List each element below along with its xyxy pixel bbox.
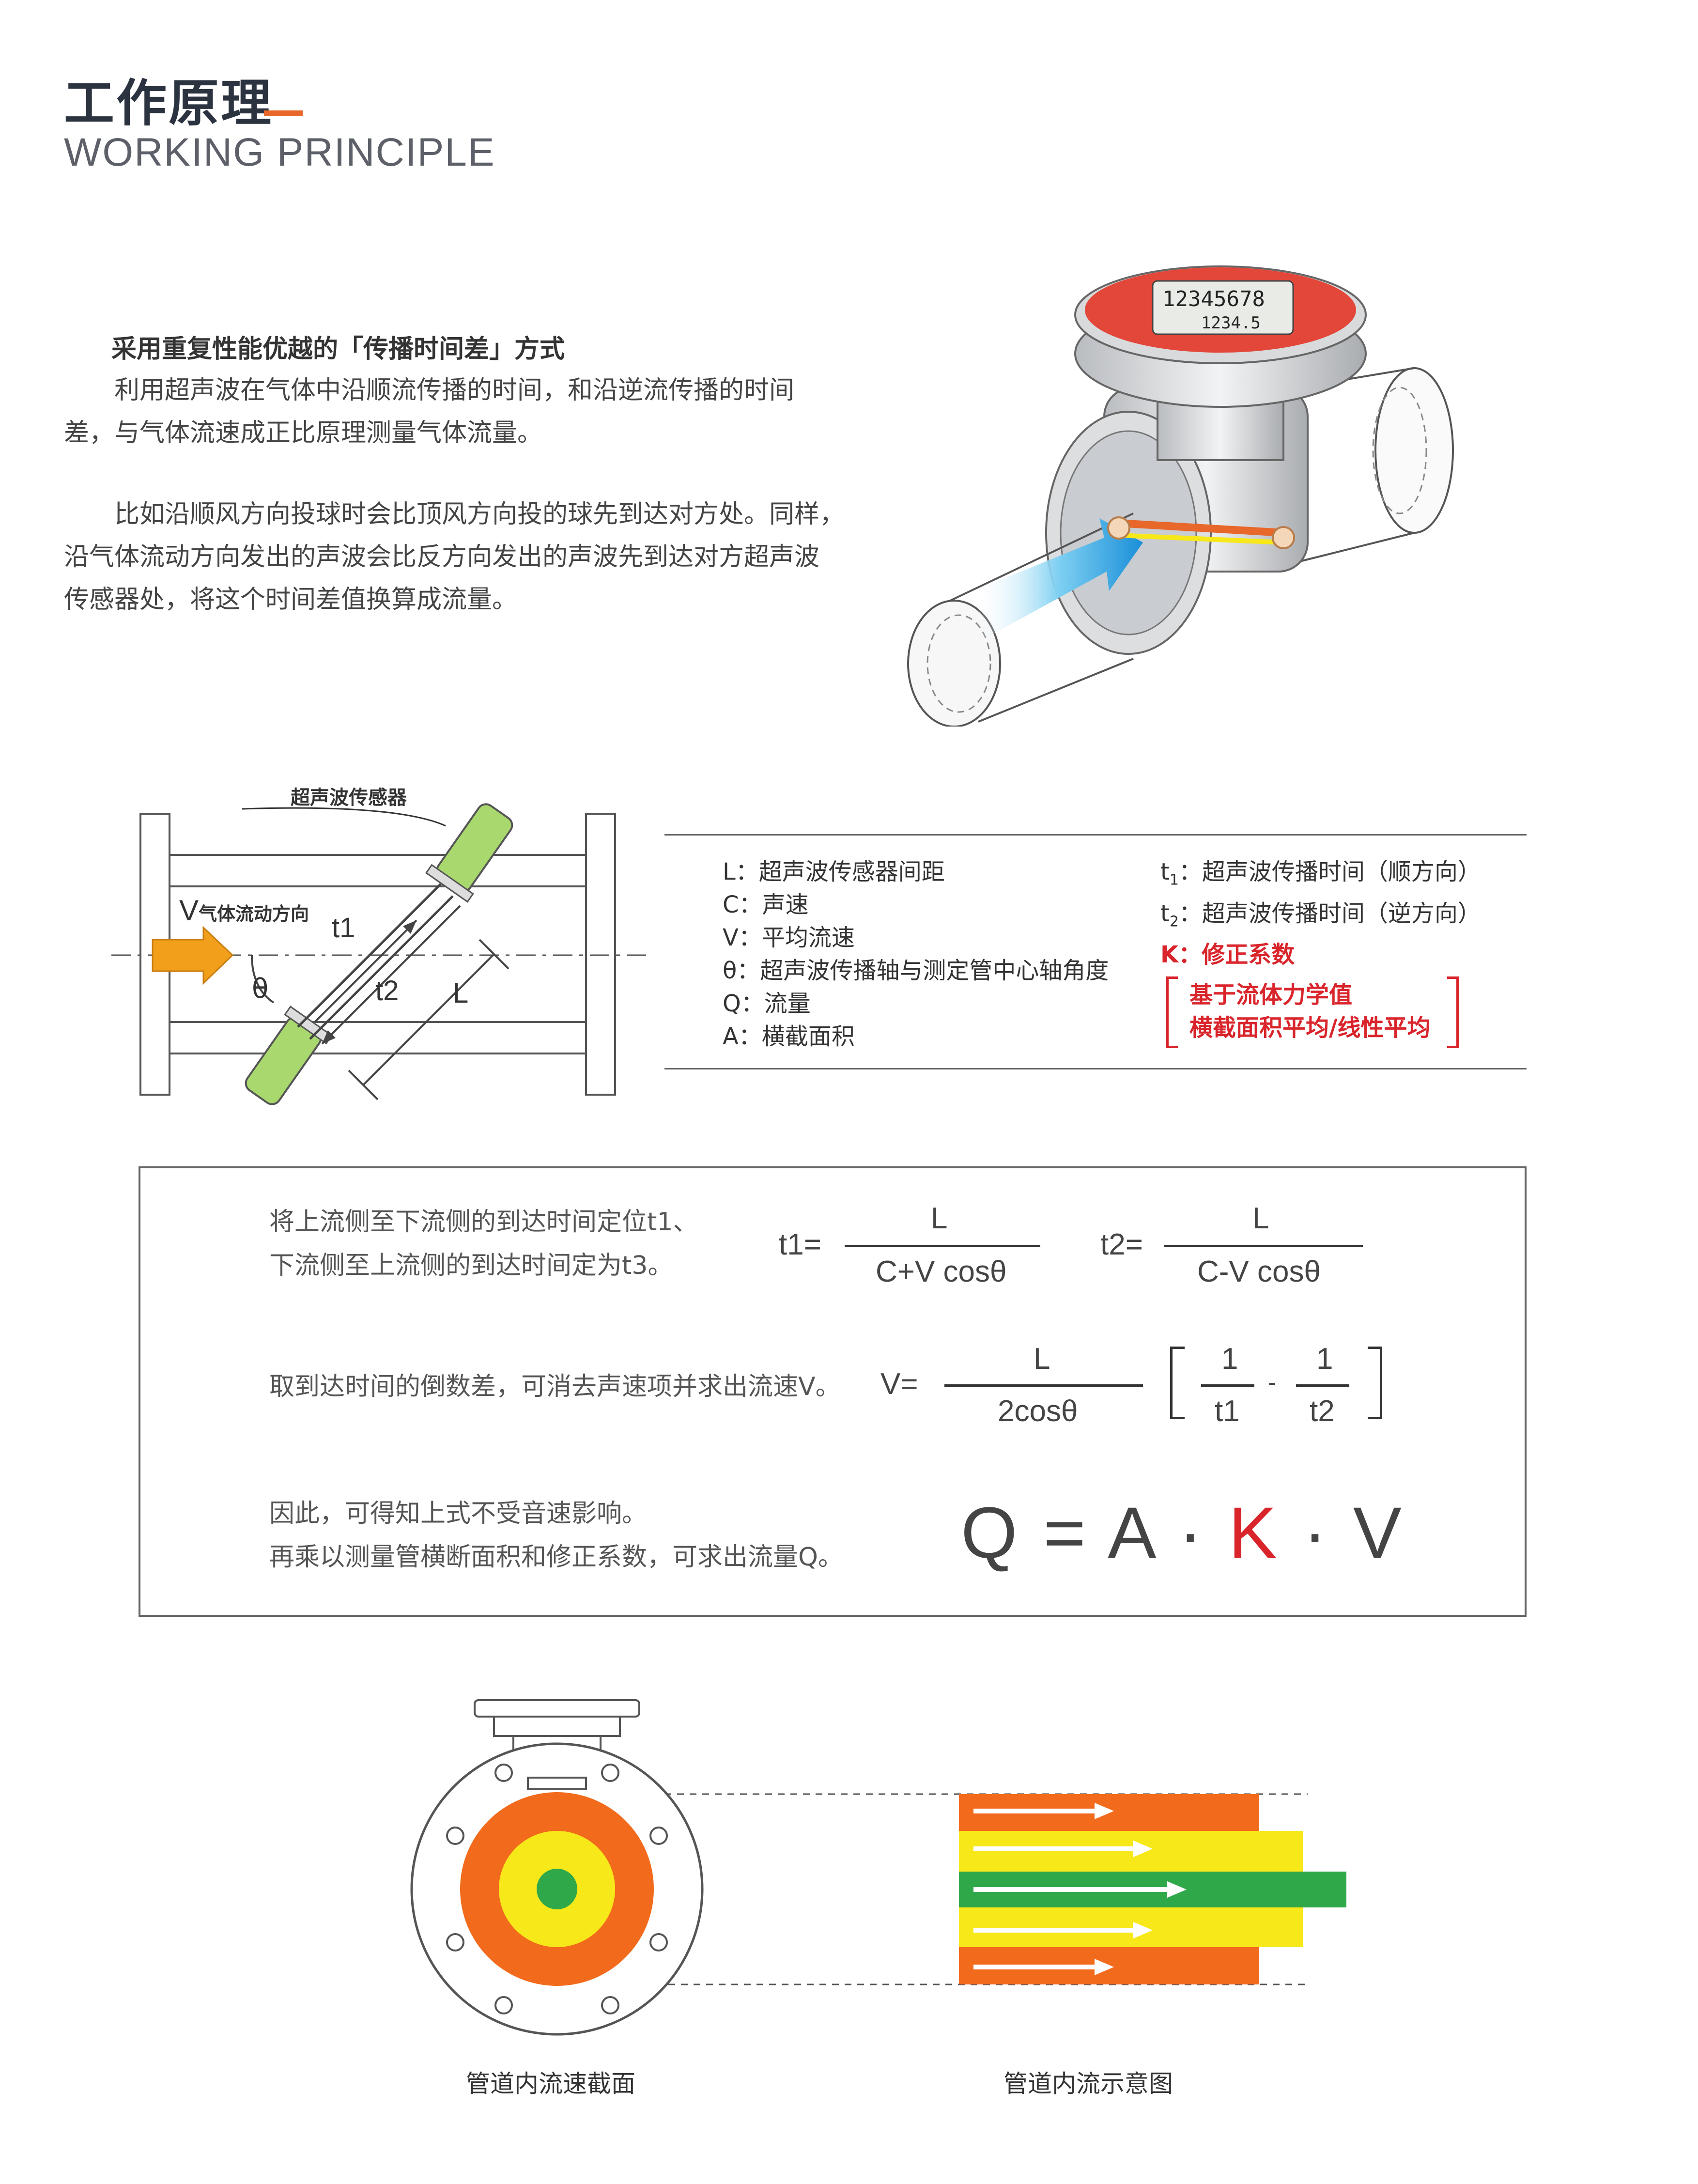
inner-minus: - <box>1268 1368 1277 1396</box>
def-K: K：修正系数 <box>1160 941 1295 969</box>
def-Q: Q：流量 <box>723 990 811 1017</box>
formula-desc-3-line1: 因此，可得知上式不受音速影响。 <box>269 1499 648 1528</box>
flow-arrows <box>973 1803 1187 1975</box>
theta-label: θ <box>252 973 268 1005</box>
inner-fraction-bar-1 <box>1201 1384 1254 1387</box>
t2-denominator: C-V cosθ <box>1197 1255 1321 1288</box>
t2-fraction-bar <box>1164 1245 1363 1247</box>
q-formula-k: K <box>1228 1492 1280 1573</box>
intro-p1-line1: 利用超声波在气体中沿顺流传播的时间，和沿逆流传播的时间 <box>114 376 795 405</box>
inner-fraction-bar-2 <box>1296 1384 1349 1387</box>
def-L: L：超声波传感器间距 <box>723 858 945 885</box>
t2-arrow <box>321 905 461 1045</box>
definitions-bottom-rule <box>664 1068 1527 1069</box>
L-label: L <box>453 977 468 1009</box>
right-square-bracket <box>1368 1347 1382 1419</box>
sensor-upstream <box>1107 516 1130 540</box>
principle-diagram: 超声波传感器 V 气体流动方向 t1 t2 θ L <box>111 787 649 1105</box>
def-t1: t1：超声波传播时间（顺方向） <box>1160 855 1481 897</box>
q-formula-part1: Q = A · <box>961 1492 1229 1573</box>
flow-direction-arrow <box>973 518 1143 639</box>
page-subtitle: WORKING PRINCIPLE <box>64 130 495 174</box>
def-V: V：平均流速 <box>723 924 855 951</box>
right-flange <box>585 813 616 1096</box>
q-formula-part2: · V <box>1280 1492 1405 1573</box>
t1-numerator: L <box>931 1202 948 1235</box>
t1-arrow <box>314 919 417 1023</box>
intro-p2-line3: 传感器处，将这个时间差值换算成流量。 <box>64 585 518 614</box>
left-square-bracket <box>1170 1347 1185 1419</box>
caption-flow-diagram: 管道内流示意图 <box>1003 2070 1173 2098</box>
def-theta: θ：超声波传播轴与测定管中心轴角度 <box>723 957 1109 984</box>
flow-label: 气体流动方向 <box>199 903 309 925</box>
formula-box <box>139 1166 1527 1617</box>
right-red-bracket <box>1447 976 1459 1048</box>
flow-profile-figures <box>410 1699 1346 2036</box>
intro-paragraph-1: 利用超声波在气体中沿顺流传播的时间，和沿逆流传播的时间 差，与气体流速成正比原理… <box>64 369 858 454</box>
left-red-bracket <box>1166 976 1178 1048</box>
inner-denominator-2: t2 <box>1310 1394 1335 1428</box>
intro-p1-line2: 差，与气体流速成正比原理测量气体流量。 <box>64 418 543 448</box>
sensor-downstream <box>1272 526 1295 549</box>
lcd-display <box>1152 280 1294 335</box>
lcd-sub-readout: 1234.5 <box>1201 313 1261 333</box>
t1-fraction-bar <box>845 1245 1040 1247</box>
t1-subscript: 1 <box>1169 871 1179 889</box>
sensor-top <box>425 803 513 903</box>
def-t2: t2：超声波传播时间（逆方向） <box>1160 897 1481 939</box>
v-letter: V <box>179 894 199 927</box>
t2-lhs: t2= <box>1100 1228 1143 1261</box>
t2-label: t2 <box>375 975 399 1007</box>
intro-paragraph-2: 比如沿顺风方向投球时会比顶风方向投的球先到达对方处。同样， 沿气体流动方向发出的… <box>64 493 858 621</box>
v-numerator: L <box>1034 1342 1050 1376</box>
lcd-main-readout: 12345678 <box>1162 287 1265 311</box>
theta-arc <box>251 955 275 1004</box>
v-fraction-bar <box>944 1384 1143 1387</box>
t1-denominator: C+V cosθ <box>876 1255 1007 1288</box>
formula-desc-2: 取到达时间的倒数差，可消去声速项并求出流速V。 <box>269 1372 841 1401</box>
t1-definition: ：超声波传播时间（顺方向） <box>1178 858 1481 885</box>
t2-definition: ：超声波传播时间（逆方向） <box>1178 899 1481 927</box>
t1-symbol: t <box>1160 858 1170 885</box>
t2-subscript: 2 <box>1169 913 1179 930</box>
formula-desc-3-line2: 再乘以测量管横断面积和修正系数，可求出流量Q。 <box>269 1543 843 1572</box>
caption-cross-section: 管道内流速截面 <box>466 2070 635 2098</box>
def-A: A：横截面积 <box>723 1023 855 1050</box>
formula-desc-1: 将上流侧至下流侧的到达时间定位t1、 下流侧至上流侧的到达时间定为t3。 <box>269 1200 698 1287</box>
ultrasonic-meter-illustration: 12345678 1234.5 <box>907 265 1454 727</box>
q-formula: Q = A · K · V <box>961 1491 1405 1575</box>
inner-numerator-1: 1 <box>1221 1342 1238 1376</box>
sensor-label-leader <box>242 807 446 827</box>
intro-p2-line1: 比如沿顺风方向投球时会比顶风方向投的球先到达对方处。同样， <box>114 500 845 529</box>
intro-heading: 采用重复性能优越的「传播时间差」方式 <box>111 335 565 364</box>
formula-desc-1-line1: 将上流侧至下流侧的到达时间定位t1、 <box>269 1208 698 1237</box>
t2-numerator: L <box>1252 1202 1269 1235</box>
title-accent-bar <box>264 110 303 116</box>
page-title: 工作原理 <box>64 74 274 133</box>
v-denominator: 2cosθ <box>998 1394 1078 1428</box>
def-C: C：声速 <box>723 891 809 918</box>
intro-p2-line2: 沿气体流动方向发出的声波会比反方向发出的声波先到达对方超声波 <box>64 542 820 572</box>
definitions-top-rule <box>664 834 1527 836</box>
profile-green-core <box>537 1869 577 1909</box>
bracket-line-1: 基于流体力学值 <box>1189 981 1353 1008</box>
formula-desc-1-line2: 下流侧至上流侧的到达时间定为t3。 <box>269 1251 673 1280</box>
t1-label: t1 <box>332 912 355 944</box>
gas-flow-arrow <box>152 926 234 985</box>
inner-denominator-1: t1 <box>1215 1394 1240 1428</box>
v-lhs: V= <box>880 1367 918 1401</box>
L-dimension-line <box>362 953 495 1086</box>
bracket-line-2: 横截面积平均/线性平均 <box>1189 1014 1431 1041</box>
sensor-bottom <box>245 1006 333 1105</box>
formula-desc-3: 因此，可得知上式不受音速影响。 再乘以测量管横断面积和修正系数，可求出流量Q。 <box>269 1492 843 1579</box>
t1-lhs: t1= <box>779 1228 821 1261</box>
definitions-left-list: L：超声波传感器间距 C：声速 V：平均流速 θ：超声波传播轴与测定管中心轴角度… <box>723 855 1109 1053</box>
sensor-label: 超声波传感器 <box>291 787 407 809</box>
inner-numerator-2: 1 <box>1316 1342 1333 1376</box>
t2-symbol: t <box>1160 899 1170 927</box>
definitions-right-list: t1：超声波传播时间（顺方向） t2：超声波传播时间（逆方向） K：修正系数 <box>1160 855 1481 971</box>
